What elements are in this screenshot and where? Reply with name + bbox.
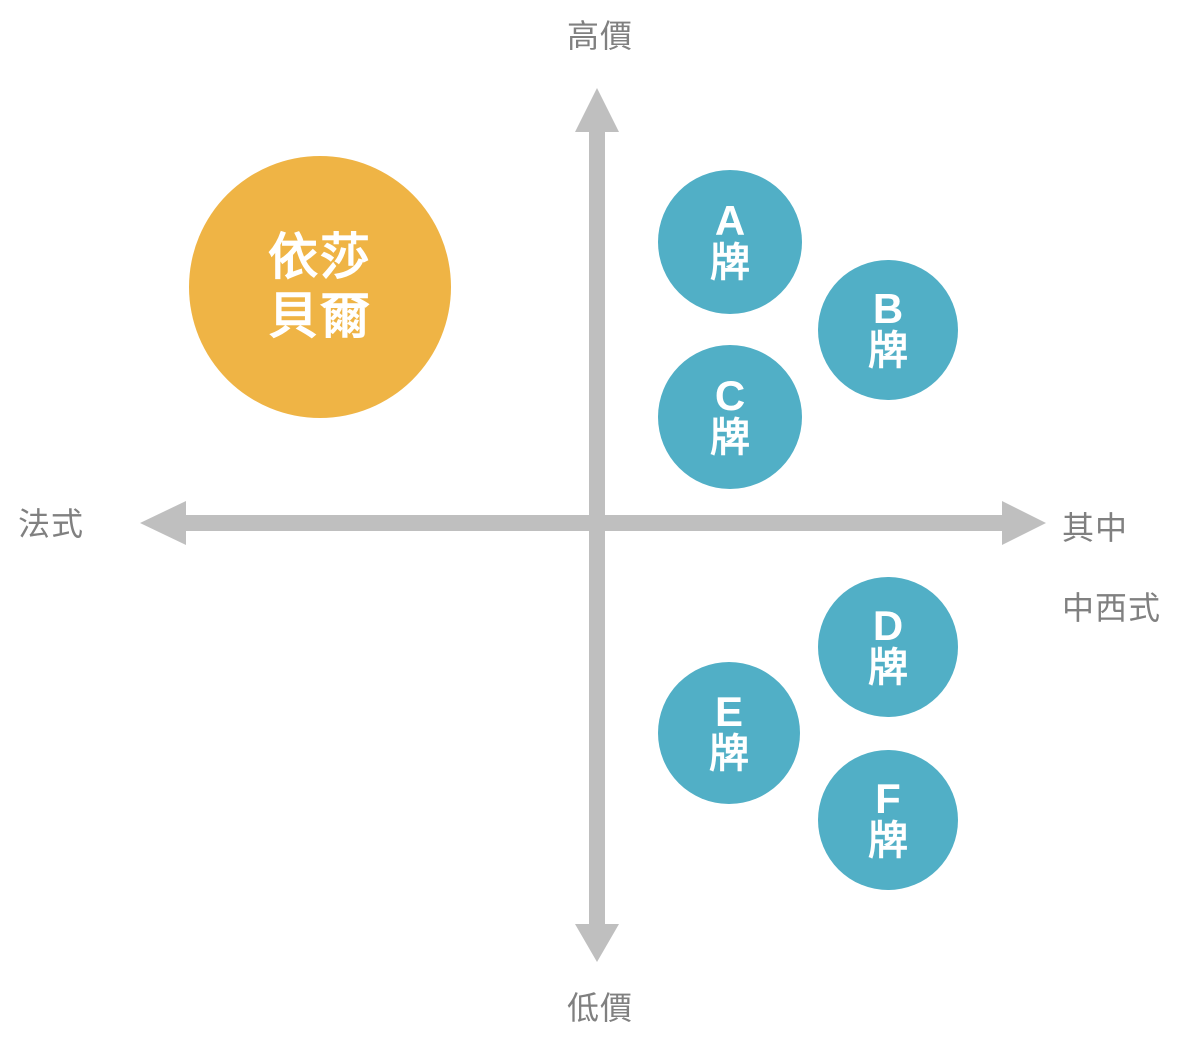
axis-label-low-price: 低價 — [566, 990, 633, 1026]
axis-label-french-style: 法式 — [18, 506, 85, 542]
bubble-a-line1: A — [714, 197, 746, 245]
bubble-e-line1: E — [714, 688, 743, 736]
bubble-f-line2: 牌 — [868, 819, 908, 864]
bubble-focus-line1: 依莎 — [268, 229, 372, 285]
style-axis-arrow — [140, 501, 1046, 545]
bubble-c-line1: C — [714, 372, 746, 420]
axis-label-mixed-style-line1: 其中 — [1062, 510, 1129, 546]
bubble-e-line2: 牌 — [709, 732, 749, 777]
bubble-focus[interactable]: 依莎貝爾 — [189, 156, 451, 418]
axis-label-high-price: 高價 — [566, 18, 633, 54]
bubble-a-line2: 牌 — [710, 241, 750, 286]
axis-label-mixed-style: 其中 中西式 — [1062, 468, 1200, 628]
bubble-focus-line2: 貝爾 — [268, 288, 372, 344]
bubble-d-line1: D — [872, 602, 904, 650]
axis-label-mixed-style-line2: 中西式 — [1062, 590, 1162, 626]
bubble-f-line1: F — [875, 775, 901, 823]
bubble-d-line2: 牌 — [868, 646, 908, 691]
bubble-b-line2: 牌 — [868, 329, 908, 374]
bubble-c-line2: 牌 — [710, 416, 750, 461]
bubble-b-line1: B — [872, 285, 904, 333]
